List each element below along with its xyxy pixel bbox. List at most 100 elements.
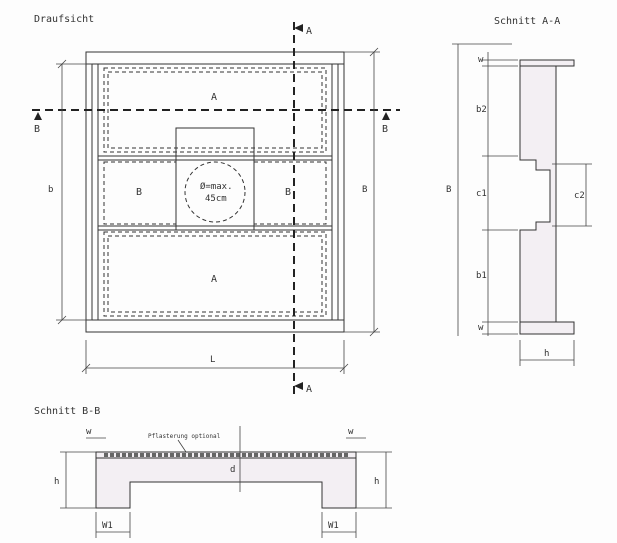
dim-label-aa-b1: b1 bbox=[476, 271, 487, 281]
label-opening-size: 45cm bbox=[205, 194, 227, 204]
dim-label-aa-b2: b2 bbox=[476, 105, 487, 115]
paving-stone bbox=[134, 453, 138, 457]
paving-stone bbox=[308, 453, 312, 457]
bottom-beam bbox=[85, 319, 345, 333]
cut-label-a-bottom: A bbox=[306, 384, 312, 395]
dim-tick-L-right bbox=[339, 363, 349, 373]
section-bb-profile bbox=[95, 451, 357, 509]
top-view: A A B B Ø=max. 45cm A A B B b B bbox=[32, 22, 400, 398]
dim-tick-B-bottom bbox=[369, 327, 379, 337]
paving-stone bbox=[128, 453, 132, 457]
paving-stone bbox=[320, 453, 324, 457]
dim-label-bb-w1-left: W1 bbox=[102, 521, 113, 531]
dim-tick-b-bottom bbox=[57, 315, 67, 325]
paving-stone bbox=[266, 453, 270, 457]
paving-stone bbox=[224, 453, 228, 457]
center-block bbox=[175, 127, 255, 231]
opening-circle bbox=[184, 161, 246, 223]
paving-stone bbox=[344, 453, 348, 457]
arrow-a-bottom-icon bbox=[294, 382, 303, 390]
cut-label-a-top: A bbox=[306, 26, 312, 37]
cut-label-b-right: B bbox=[382, 124, 388, 135]
paving-stone bbox=[200, 453, 204, 457]
title-section-bb: Schnitt B-B bbox=[34, 406, 100, 417]
dim-label-B: B bbox=[362, 185, 367, 195]
paving-pattern bbox=[104, 453, 348, 457]
arrow-b-left-icon bbox=[34, 112, 42, 120]
paving-stone bbox=[278, 453, 282, 457]
paving-stone bbox=[182, 453, 186, 457]
paving-stone bbox=[290, 453, 294, 457]
section-aa-profile bbox=[519, 59, 575, 335]
paving-stone bbox=[152, 453, 156, 457]
label-plate-a-bottom: A bbox=[211, 274, 217, 285]
dim-tick-L-left bbox=[81, 363, 91, 373]
label-opening-diameter: Ø=max. bbox=[200, 181, 233, 192]
plate-b-right bbox=[253, 161, 327, 225]
paving-stone bbox=[236, 453, 240, 457]
paving-stone bbox=[332, 453, 336, 457]
label-plate-a-top: A bbox=[211, 92, 217, 103]
paving-stone bbox=[284, 453, 288, 457]
dim-label-aa-w-bottom: w bbox=[478, 323, 484, 333]
arrow-b-right-icon bbox=[382, 112, 390, 120]
note-paving-optional: Pflasterung optional bbox=[148, 433, 221, 440]
paving-stone bbox=[122, 453, 126, 457]
dim-label-bb-w-right: w bbox=[348, 427, 354, 437]
paving-stone bbox=[254, 453, 258, 457]
top-beam bbox=[85, 51, 345, 65]
dim-label-L: L bbox=[210, 355, 215, 365]
label-plate-b-right: B bbox=[285, 187, 291, 198]
plate-b-left bbox=[103, 161, 177, 225]
paving-stone bbox=[206, 453, 210, 457]
dim-tick-b-top bbox=[57, 59, 67, 69]
paving-stone bbox=[116, 453, 120, 457]
paving-stone bbox=[104, 453, 108, 457]
paving-stone bbox=[338, 453, 342, 457]
paving-stone bbox=[230, 453, 234, 457]
dim-label-aa-B: B bbox=[446, 185, 451, 195]
dim-label-bb-h-left: h bbox=[54, 477, 59, 487]
paving-stone bbox=[158, 453, 162, 457]
paving-stone bbox=[326, 453, 330, 457]
title-section-aa: Schnitt A-A bbox=[494, 16, 560, 27]
paving-stone bbox=[248, 453, 252, 457]
paving-stone bbox=[296, 453, 300, 457]
paving-stone bbox=[260, 453, 264, 457]
paving-stone bbox=[218, 453, 222, 457]
cut-label-b-left: B bbox=[34, 124, 40, 135]
paving-stone bbox=[272, 453, 276, 457]
title-top-view: Draufsicht bbox=[34, 14, 94, 25]
dim-label-bb-w-left: w bbox=[86, 427, 92, 437]
note-leader bbox=[177, 439, 187, 453]
paving-stone bbox=[212, 453, 216, 457]
arrow-a-top-icon bbox=[294, 24, 303, 32]
section-aa: w b2 c1 b1 w B c2 h bbox=[446, 43, 592, 366]
label-plate-b-left: B bbox=[136, 187, 142, 198]
paving-stone bbox=[302, 453, 306, 457]
paving-stone bbox=[170, 453, 174, 457]
paving-stone bbox=[140, 453, 144, 457]
plate-a-bottom bbox=[103, 231, 327, 317]
dim-label-bb-d: d bbox=[230, 465, 235, 475]
dim-tick-B-top bbox=[369, 47, 379, 57]
paving-stone bbox=[164, 453, 168, 457]
paving-stone bbox=[110, 453, 114, 457]
dim-label-aa-c1: c1 bbox=[476, 189, 487, 199]
dim-label-aa-w-top: w bbox=[478, 55, 484, 65]
dim-label-b: b bbox=[48, 185, 53, 195]
plate-a-bottom-inner bbox=[107, 235, 323, 313]
dim-label-aa-h: h bbox=[544, 349, 549, 359]
paving-stone bbox=[188, 453, 192, 457]
dim-label-bb-w1-right: W1 bbox=[328, 521, 339, 531]
paving-stone bbox=[242, 453, 246, 457]
paving-stone bbox=[146, 453, 150, 457]
paving-stone bbox=[314, 453, 318, 457]
dim-label-aa-c2: c2 bbox=[574, 191, 585, 201]
dim-label-bb-h-right: h bbox=[374, 477, 379, 487]
section-bb: Pflasterung optional d w w h h W1 W1 bbox=[54, 426, 392, 538]
paving-stone bbox=[176, 453, 180, 457]
paving-stone bbox=[194, 453, 198, 457]
